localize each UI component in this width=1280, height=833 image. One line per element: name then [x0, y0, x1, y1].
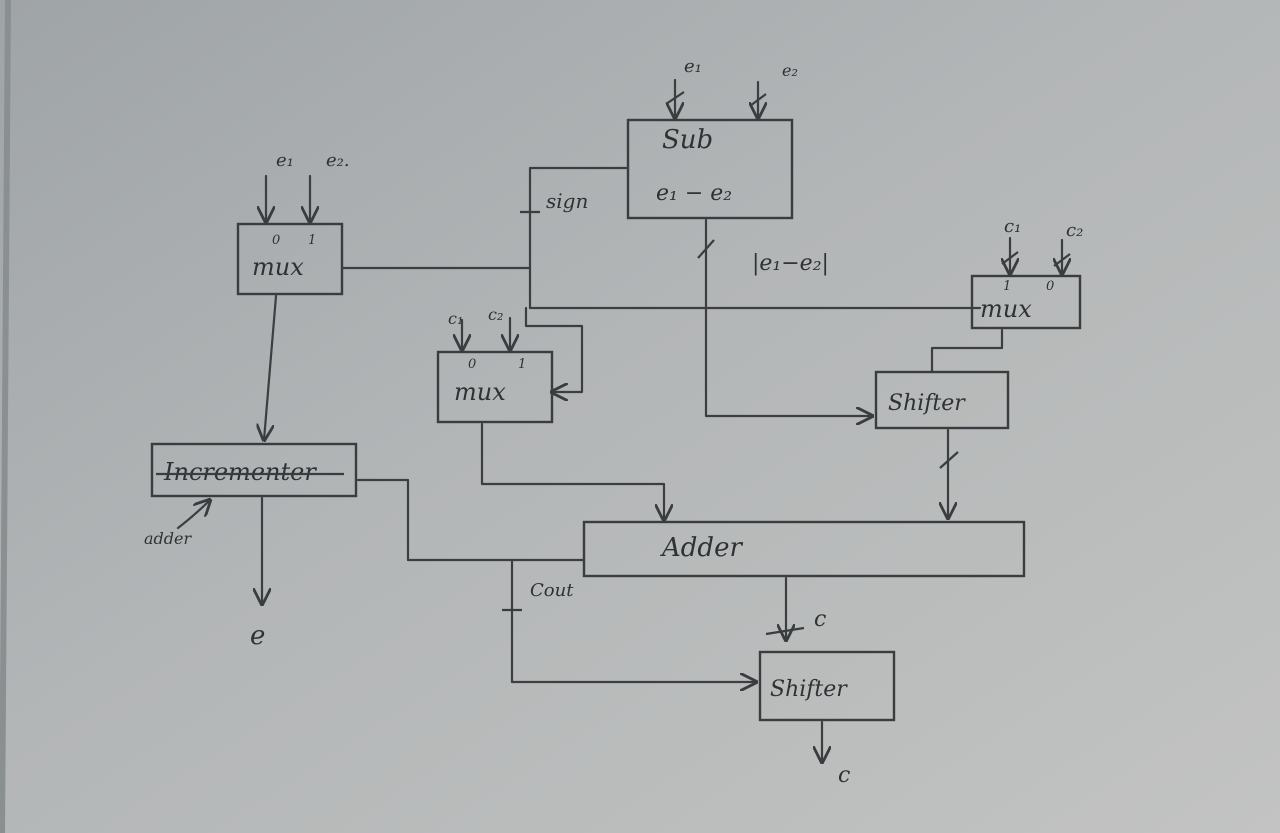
adder-output-label: c	[814, 607, 826, 632]
sub-input-e2-label: e₂	[782, 61, 798, 80]
sub-input-e2-bus-tick	[749, 93, 767, 107]
shifter-top-label: Shifter	[888, 391, 966, 416]
mux-left-input-e2-label: e₂.	[326, 150, 350, 171]
shifter-top-bus-tick	[939, 451, 959, 469]
output-e-label: e	[250, 621, 265, 651]
cout-to-shifter-wire	[510, 558, 756, 682]
incrementer-block	[150, 442, 358, 498]
sign-label: sign	[546, 189, 588, 213]
mux-right-block	[970, 274, 1082, 330]
adder-block	[582, 520, 1026, 578]
adder-output-bus-tick	[765, 626, 805, 636]
incrementer-note-arrow	[176, 500, 210, 530]
mux-mid-label: mux	[454, 378, 506, 406]
sign-wire	[528, 166, 982, 310]
sub-block-label: Sub	[662, 125, 713, 155]
mux-left-block	[236, 222, 344, 296]
abs-diff-wire	[704, 218, 872, 416]
mux-mid-to-adder-wire	[480, 422, 664, 520]
mux-right-input-c2-bus-tick	[1053, 253, 1071, 267]
mux-right-to-shifter-wire	[930, 328, 1004, 374]
output-c-label: c	[838, 763, 850, 788]
incrementer-note: adder	[144, 529, 192, 548]
shifter-bottom-block	[758, 650, 896, 722]
sign-to-mid-mux-wire	[524, 306, 584, 392]
abs-diff-label: |e₁−e₂|	[752, 251, 829, 276]
sub-input-e1-bus-tick	[665, 91, 685, 105]
mux-mid-input-c2-label: c₂	[488, 305, 503, 324]
mux-left-label: mux	[252, 253, 304, 281]
mux-mid-block	[436, 350, 554, 424]
mux-right-sel1: 1	[1003, 279, 1011, 294]
sub-input-e1-label: e₁	[684, 56, 702, 77]
mux-left-to-incrementer-wire	[264, 294, 278, 440]
mux-left-sel1: 1	[308, 233, 316, 248]
adder-label: Adder	[660, 533, 743, 563]
mux-right-input-c1-label: c₁	[1004, 216, 1021, 237]
incrementer-label: Incrementer	[163, 458, 317, 486]
cout-to-incrementer-wire	[356, 478, 586, 562]
shifter-bottom-label: Shifter	[770, 677, 848, 702]
sub-block-expression: e₁ − e₂	[656, 181, 732, 206]
paper-edge	[0, 0, 11, 833]
cout-label: Cout	[530, 580, 574, 601]
mux-right-sel0: 0	[1046, 279, 1054, 294]
mux-left-sel0: 0	[272, 233, 280, 248]
mux-mid-input-c1-label: c₁	[448, 309, 463, 328]
abs-diff-bus-tick	[697, 239, 715, 259]
shifter-top-block	[874, 370, 1010, 430]
mux-right-input-c1-bus-tick	[1001, 251, 1019, 265]
mux-mid-sel0: 0	[468, 357, 476, 372]
mux-right-label: mux	[980, 295, 1032, 323]
mux-left-input-e1-label: e₁	[276, 150, 294, 171]
mux-mid-sel1: 1	[518, 357, 526, 372]
mux-right-input-c2-label: c₂	[1066, 220, 1083, 241]
